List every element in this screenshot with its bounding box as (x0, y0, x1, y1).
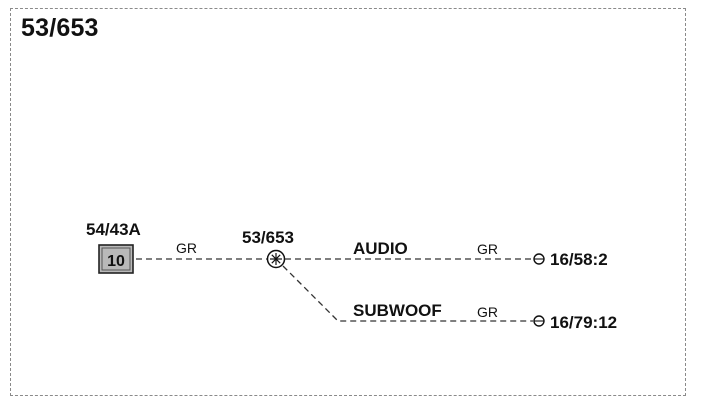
wire-audio-label: AUDIO (353, 239, 408, 258)
connector-pin-box[interactable]: 10 (98, 244, 134, 274)
wire-subwoof-label: SUBWOOF (353, 301, 442, 320)
diagram-title: 53/653 (21, 14, 99, 42)
splice-node-icon (266, 249, 286, 269)
wire-subwoof (282, 265, 533, 322)
terminal-ring-icon (533, 253, 545, 265)
splice-label: 53/653 (242, 228, 294, 247)
connector-label: 54/43A (86, 220, 141, 239)
terminal-audio-label[interactable]: 16/58:2 (550, 250, 608, 269)
terminal-subwoof-label[interactable]: 16/79:12 (550, 313, 617, 332)
wire-input-color: GR (176, 240, 197, 256)
diagram-frame (10, 8, 686, 396)
wire-audio-color: GR (477, 241, 498, 257)
connector-pin-number: 10 (107, 253, 125, 270)
terminal-ring-icon (533, 315, 545, 327)
wire-subwoof-color: GR (477, 304, 498, 320)
